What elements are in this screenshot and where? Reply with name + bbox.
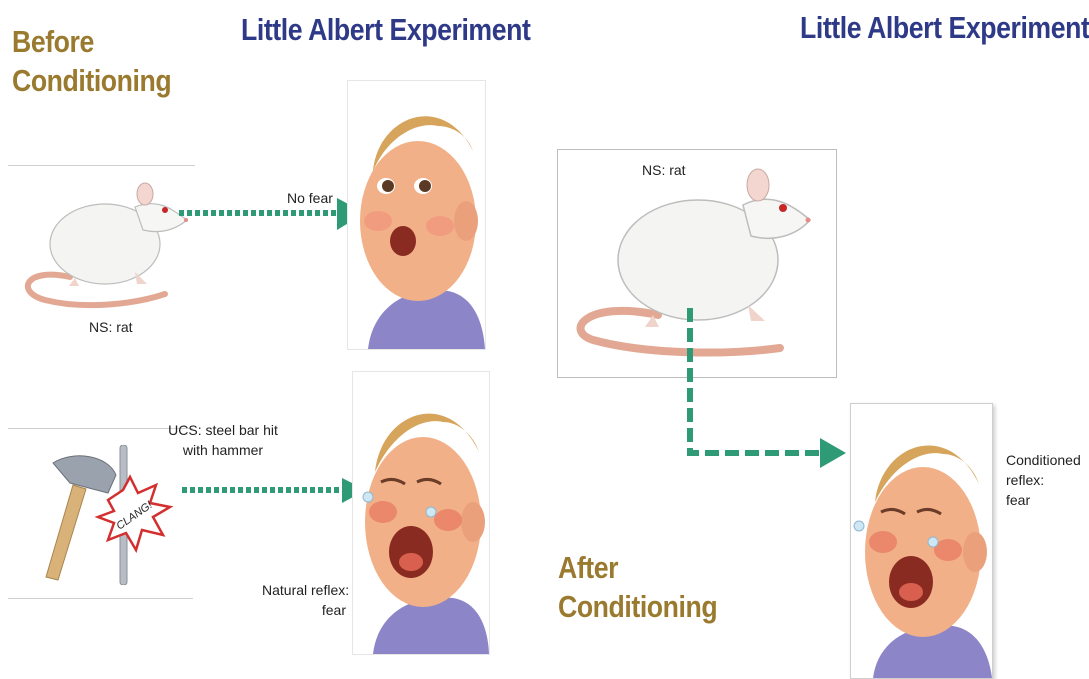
crying-baby-frame-before <box>352 371 490 655</box>
conditioned-reflex-line1: Conditioned <box>1006 450 1081 470</box>
before-heading-line2: Conditioning <box>12 61 171 100</box>
calm-baby-frame <box>347 80 486 350</box>
title-left: Little Albert Experiment <box>241 12 530 48</box>
hammer-illustration: CLANG! <box>38 445 183 585</box>
ucs-arrow <box>180 475 370 511</box>
ucs-label-line1: UCS: steel bar hit <box>168 420 278 440</box>
ns-rat-label-before: NS: rat <box>89 317 133 337</box>
natural-reflex-label: Natural reflex: fear <box>262 580 346 620</box>
conditioned-reflex-line3: fear <box>1006 490 1081 510</box>
ucs-label-line2: with hammer <box>168 440 278 460</box>
rat-panel-border <box>8 165 195 167</box>
after-conditioning-heading: After Conditioning <box>558 548 717 626</box>
no-fear-arrow <box>177 196 367 236</box>
after-heading-line1: After <box>558 548 717 587</box>
before-heading-line1: Before <box>12 22 171 61</box>
title-right: Little Albert Experiment <box>800 10 1089 46</box>
natural-reflex-line1: Natural reflex: <box>262 580 346 600</box>
crying-baby-illustration-before <box>353 372 489 654</box>
ns-rat-label-after: NS: rat <box>642 160 686 180</box>
ucs-label: UCS: steel bar hit with hammer <box>168 420 278 460</box>
crying-baby-illustration-after <box>851 404 992 678</box>
natural-reflex-line2: fear <box>262 600 346 620</box>
conditioned-arrow <box>680 306 850 472</box>
rat-illustration-before <box>15 172 195 312</box>
crying-baby-frame-after <box>850 403 993 679</box>
calm-baby-illustration <box>348 81 485 349</box>
after-heading-line2: Conditioning <box>558 587 717 626</box>
conditioned-reflex-label: Conditioned reflex: fear <box>1006 450 1081 510</box>
before-conditioning-heading: Before Conditioning <box>12 22 171 100</box>
conditioned-reflex-line2: reflex: <box>1006 470 1081 490</box>
